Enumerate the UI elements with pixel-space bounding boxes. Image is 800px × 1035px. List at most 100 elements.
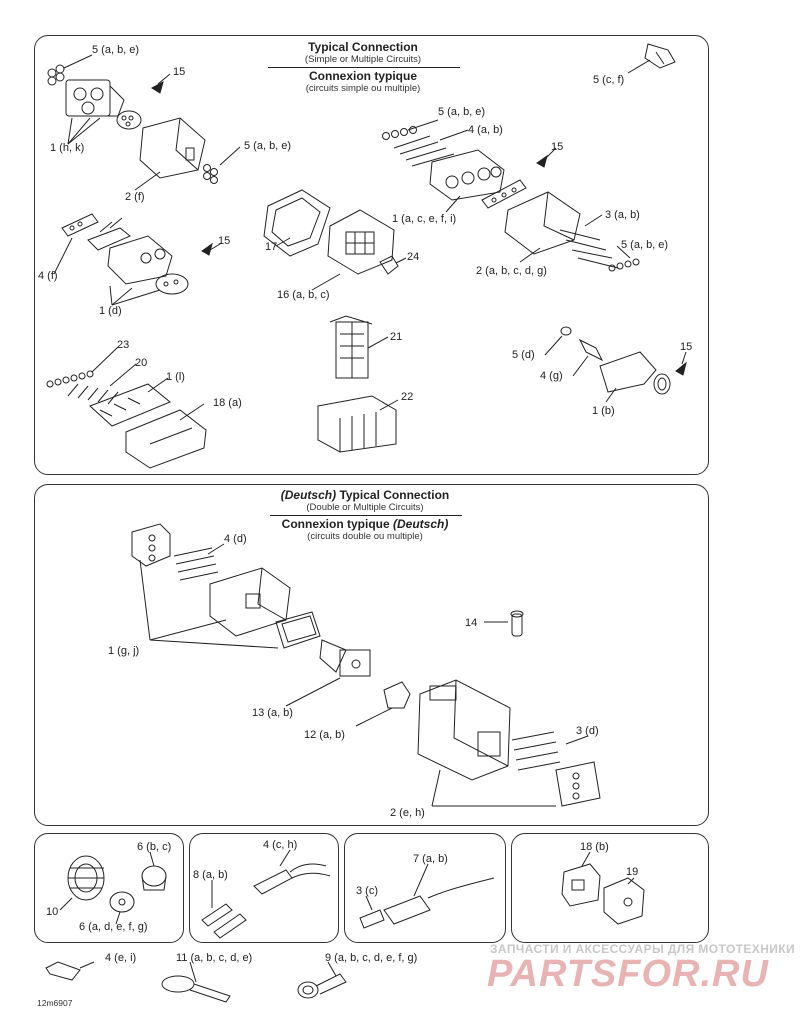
callout-top-17: 17	[265, 241, 278, 253]
plug-19-icon	[603, 877, 645, 925]
seal-cluster-icon	[47, 64, 65, 86]
deutsch-heading-divider	[270, 515, 462, 517]
drop-icon-2	[536, 154, 548, 168]
small-seal-icon	[560, 326, 572, 336]
callout-deutsch-6: 3 (d)	[576, 725, 599, 737]
plug-panel	[511, 833, 709, 943]
callout-bottom-1: 6 (b, c)	[137, 841, 172, 853]
terminal-seals-icon	[382, 126, 455, 167]
seal-strip-icon	[481, 179, 527, 209]
top-title-fr: Connexion typique	[309, 69, 417, 83]
connector-receptacle-icon	[504, 191, 581, 255]
top-subtitle-en: (Simple or Multiple Circuits)	[304, 54, 422, 65]
plug-18b-icon	[561, 863, 601, 907]
terminals-pair-icon	[87, 217, 131, 251]
ring-connector-icon	[45, 961, 81, 981]
callout-top-5: 2 (f)	[125, 191, 145, 203]
connector-housing-icon	[65, 79, 125, 117]
callout-bottom-6: 7 (a, b)	[413, 853, 448, 865]
pin-icon	[510, 610, 524, 637]
callout-bottom-4: 4 (c, h)	[263, 839, 298, 851]
terminals-icon	[559, 229, 640, 272]
deutsch-title-en-text: Typical Connection	[336, 488, 450, 502]
callout-bottom-3: 6 (a, d, e, f, g)	[79, 921, 148, 933]
figure-code: 12m6907	[37, 998, 73, 1008]
callout-top-18: 24	[407, 251, 420, 263]
callout-deutsch-2: 14	[465, 617, 478, 629]
deutsch-seal-icon	[275, 611, 321, 649]
deutsch-subtitle-en: (Double or Multiple Circuits)	[306, 502, 424, 513]
callout-top-15: 4 (f)	[38, 270, 58, 282]
top-subtitle-fr: (circuits simple ou multiple)	[305, 83, 421, 94]
callout-bottom-5: 8 (a, b)	[193, 869, 228, 881]
callout-top-23: 4 (g)	[540, 370, 563, 382]
splice-wire-icon	[253, 863, 331, 895]
callout-bottom-9: 19	[626, 866, 639, 878]
grommet-small-icon	[109, 891, 135, 913]
callout-deutsch-1: 4 (d)	[224, 533, 247, 545]
callout-top-7: 5 (a, b, e)	[438, 106, 486, 118]
top-heading-divider	[268, 67, 460, 69]
watermark-logo: PARTSFOR.RU	[487, 953, 769, 995]
deutsch-grommet-icon	[555, 761, 601, 807]
callout-top-11: 3 (a, b)	[605, 209, 640, 221]
seal-cluster-right-icon	[203, 164, 218, 184]
deutsch-title-fr-suffix: (Deutsch)	[393, 517, 449, 531]
callout-top-21: 5 (d)	[512, 349, 535, 361]
deutsch-title-fr-text: Connexion typique	[281, 517, 393, 531]
callout-bottom-8: 18 (b)	[580, 841, 609, 853]
deutsch-wedge-icon	[319, 639, 371, 677]
splice-panel	[189, 833, 339, 943]
callout-top-26: 20	[135, 357, 148, 369]
plug-cap-icon	[379, 255, 399, 275]
small-terminal-icon	[578, 338, 604, 362]
sealed-terminal-icon	[359, 877, 495, 929]
watermark-caption: ЗАПЧАСТИ И АКСЕССУАРЫ ДЛЯ МОТОТЕХНИКИ	[490, 942, 796, 956]
callout-deutsch-5: 12 (a, b)	[304, 729, 345, 741]
deutsch-terminals-icon	[173, 547, 219, 581]
callout-deutsch-7: 2 (e, h)	[390, 807, 425, 819]
deutsch-receptacle-icon	[417, 679, 511, 781]
callout-bottom-7: 3 (c)	[356, 885, 378, 897]
callout-top-10: 1 (a, c, e, f, i)	[392, 213, 457, 225]
callout-top-1: 5 (a, b, e)	[92, 44, 140, 56]
callout-top-28: 18 (a)	[213, 397, 242, 409]
callout-top-13: 2 (a, b, c, d, g)	[476, 265, 547, 277]
callout-top-6: 5 (c, f)	[593, 74, 625, 86]
callout-top-8: 4 (a, b)	[468, 124, 503, 136]
callout-top-27: 1 (l)	[166, 371, 185, 383]
callout-bottom-11: 11 (a, b, c, d, e)	[176, 952, 253, 964]
callout-top-20: 21	[390, 331, 403, 343]
callout-top-16: 1 (d)	[99, 305, 122, 317]
deutsch-lock-icon	[383, 681, 411, 709]
callout-top-25: 23	[117, 339, 130, 351]
grommet-panel	[34, 833, 184, 943]
connector-block-22-icon	[317, 395, 397, 453]
wedge-lock-icon	[131, 523, 171, 567]
deutsch-title-en: (Deutsch) Typical Connection	[250, 489, 480, 502]
callout-top-9: 15	[551, 141, 564, 153]
seal-row-icon	[46, 370, 94, 388]
grommet-seal-icon	[116, 110, 142, 130]
deutsch-plug-icon	[209, 567, 291, 637]
connector-multi-icon	[429, 149, 505, 201]
connector-block-21-icon	[329, 315, 373, 379]
sensor-plug-icon	[644, 43, 676, 69]
deutsch-subtitle-fr: (circuits double ou multiple)	[307, 531, 423, 542]
plug-housing-icon	[125, 409, 207, 469]
connector-body-icon	[139, 117, 206, 179]
callout-deutsch-4: 13 (a, b)	[252, 707, 293, 719]
connector-small-icon	[107, 235, 173, 285]
seal-gasket-icon	[61, 213, 99, 237]
connector-square-icon	[327, 209, 395, 275]
callout-top-12: 5 (a, b, e)	[621, 239, 669, 251]
callout-top-14: 15	[218, 235, 231, 247]
callout-top-3: 1 (h, k)	[50, 142, 85, 154]
top-title-en: Typical Connection	[308, 40, 418, 54]
drop-icon-4	[675, 361, 687, 376]
deutsch-title-fr: Connexion typique (Deutsch)	[250, 518, 480, 531]
callout-top-19: 16 (a, b, c)	[277, 289, 330, 301]
callout-deutsch-3: 1 (g, j)	[108, 645, 140, 657]
terminal-row-icon	[67, 383, 119, 405]
